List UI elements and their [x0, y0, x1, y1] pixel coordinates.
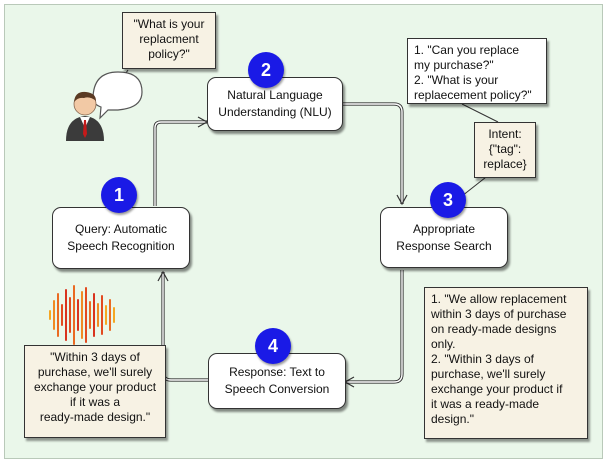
user-question-note: "What is your replacment policy?": [122, 12, 216, 69]
arrow-search-to-tts: [345, 270, 404, 384]
user-speaking-icon: [66, 71, 143, 141]
step-badge-1: 1: [101, 177, 137, 213]
arrow-asr-to-nlu: [153, 120, 207, 206]
responses-note: 1. "We allow replacement within 3 days o…: [424, 287, 588, 439]
arrow-tts-to-asr: [161, 272, 209, 382]
audio-waveform-icon: [49, 285, 115, 345]
step-badge-2: 2: [248, 52, 284, 88]
spoken-response-note: "Within 3 days of purchase, we'll surely…: [24, 345, 166, 438]
step-badge-3: 3: [430, 182, 466, 218]
stage-nlu: Natural Language Understanding (NLU): [207, 77, 343, 131]
intent-note: Intent: {"tag": replace}: [474, 122, 536, 178]
stage-asr: Query: Automatic Speech Recognition: [52, 207, 190, 269]
arrow-nlu-to-search: [343, 102, 404, 204]
step-badge-4: 4: [255, 328, 291, 364]
nlu-examples-note: 1. "Can you replace my purchase?" 2. "Wh…: [407, 38, 547, 104]
callout-line: [461, 103, 499, 123]
